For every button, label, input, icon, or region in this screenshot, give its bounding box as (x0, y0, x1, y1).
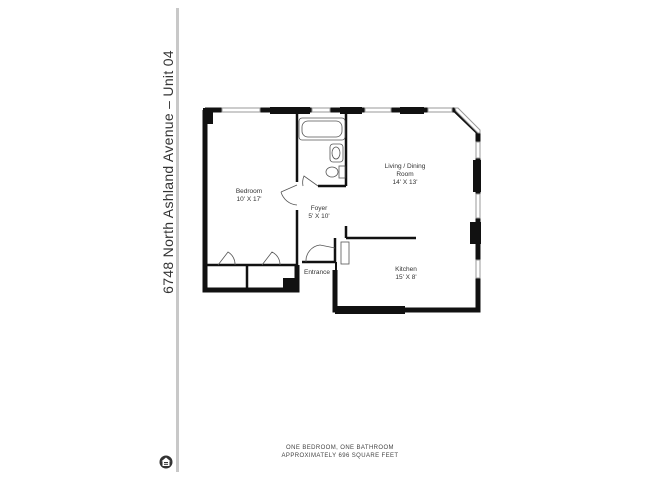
room-entrance: Entrance (300, 269, 334, 277)
living-size: 14' X 13' (392, 179, 418, 186)
side-divider-line (176, 8, 179, 472)
unit-area: Approximately 696 Square Feet (281, 453, 399, 459)
kitchen-name: Kitchen (395, 266, 417, 273)
foyer-name: Foyer (310, 205, 328, 212)
foyer-size: 5' X 10' (308, 213, 330, 220)
door-swings (217, 175, 350, 266)
bedroom-size: 10' X 17' (236, 196, 262, 203)
room-foyer: Foyer 5' X 10' (304, 205, 334, 221)
toilet-tank (338, 165, 346, 179)
unit-type: One Bedroom, One Bathroom (286, 445, 394, 451)
room-living: Living / Dining Room 14' X 13' (380, 163, 430, 187)
toilet-bowl (325, 166, 339, 178)
windows (221, 107, 481, 279)
wall-piers (203, 107, 481, 314)
floor-area (205, 110, 477, 310)
bedroom-name: Bedroom (235, 188, 263, 195)
entrance-name: Entrance (303, 269, 331, 276)
equal-housing-icon (159, 455, 173, 469)
living-name-line1: Living / Dining (384, 163, 426, 170)
interior-walls (205, 110, 416, 290)
kitchen-size: 15' X 8' (395, 274, 417, 281)
living-name-line2: Room (396, 171, 414, 178)
room-kitchen: Kitchen 15' X 8' (388, 266, 424, 282)
bathtub (298, 117, 346, 141)
bathroom-fixtures (298, 117, 346, 179)
room-bedroom: Bedroom 10' X 17' (228, 188, 270, 204)
unit-summary: One Bedroom, One Bathroom Approximately … (250, 444, 430, 460)
